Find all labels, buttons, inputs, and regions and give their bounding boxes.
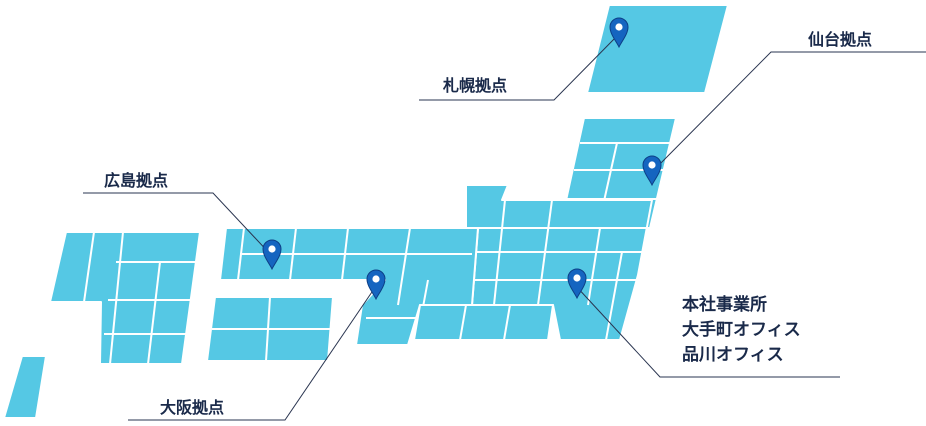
label-tokyo-line: 品川オフィス [682, 345, 784, 365]
pin-sapporo-icon [609, 17, 629, 49]
kyushu-grid [83, 231, 95, 303]
kii-block [413, 304, 554, 341]
leader-line-sapporo [419, 33, 620, 101]
leader-line-tokyo [574, 284, 840, 378]
kii-grid [459, 304, 467, 341]
label-osaka: 大阪拠点 [160, 398, 225, 417]
pin-osaka-icon [366, 269, 386, 301]
label-sapporo: 札幌拠点 [443, 76, 508, 95]
label-hiroshima: 広島拠点 [104, 171, 169, 190]
leader-line-hiroshima [83, 192, 273, 257]
label-tokyo-line: 本社事業所 [682, 295, 767, 315]
label-sendai: 仙台拠点 [808, 30, 873, 49]
kii-grid [503, 304, 511, 341]
leader-lines [83, 33, 926, 421]
pin-tokyo-icon [567, 268, 587, 300]
pin-hiroshima-icon [262, 239, 282, 271]
kyushu-grid [109, 231, 124, 365]
honshu-grid [587, 227, 601, 306]
leader-line-sendai [651, 51, 926, 173]
honshu-grid [493, 199, 506, 306]
kyushu-grid [147, 261, 161, 365]
label-tokyo-line: 大手町オフィス [682, 320, 801, 340]
honshu-grid [605, 251, 623, 341]
kyushu-block [49, 231, 201, 365]
honshu-west-block [219, 227, 479, 346]
leader-line-osaka [128, 285, 377, 421]
honshu-grid [397, 227, 411, 306]
hokkaido-block [586, 4, 729, 94]
pin-sendai-icon [642, 155, 662, 187]
location-pins [262, 17, 662, 301]
honshu-grid [537, 199, 553, 306]
shikoku-grid [265, 296, 271, 362]
okinawa-block [3, 355, 47, 419]
japan-blocks [3, 4, 729, 419]
label-tokyo: 本社事業所 大手町オフィス 品川オフィス [682, 293, 801, 368]
